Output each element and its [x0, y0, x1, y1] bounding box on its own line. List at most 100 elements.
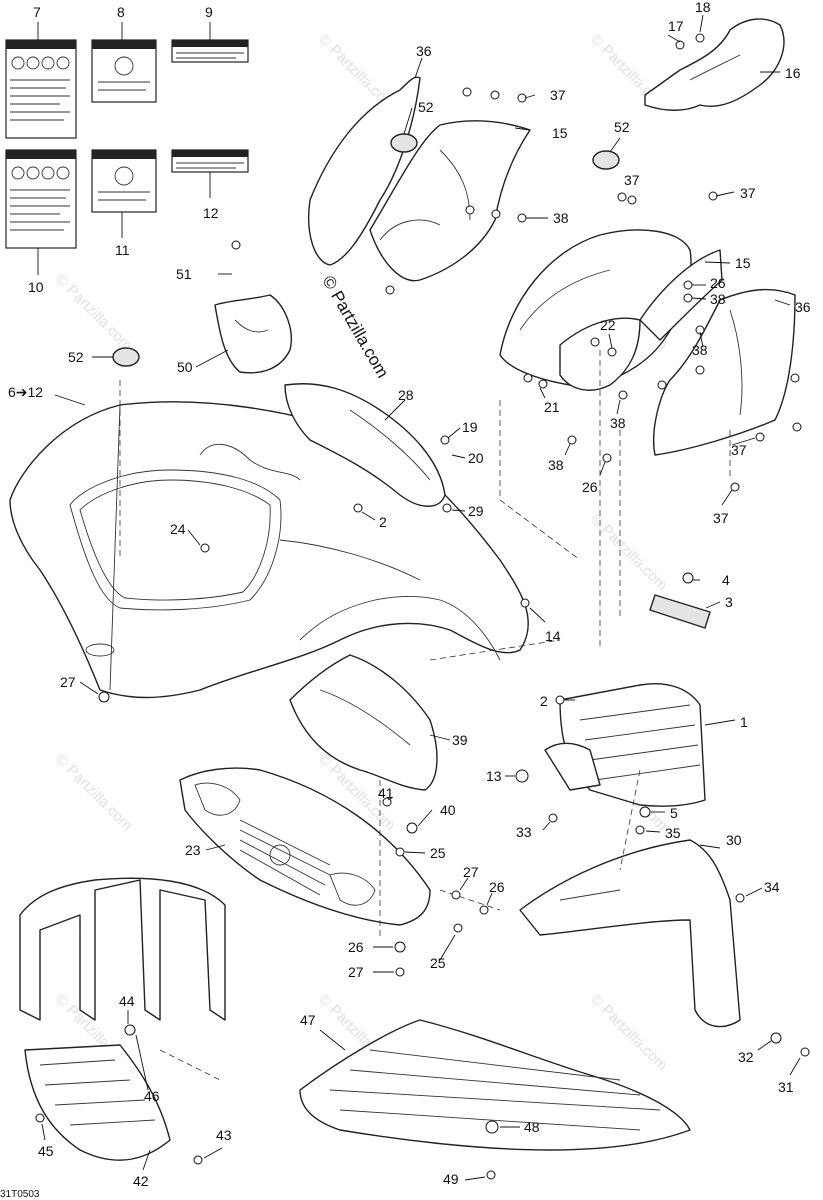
front-bumper-guard [19, 877, 226, 1021]
screw [682, 572, 694, 584]
callout: 34 [764, 879, 780, 895]
screw [353, 503, 363, 513]
callout: 51 [176, 266, 192, 282]
nut [618, 390, 628, 400]
deflector-39 [289, 654, 438, 791]
callout: 7 [33, 4, 41, 20]
screw [708, 191, 718, 201]
callout: 28 [398, 387, 414, 403]
callout: 6➔12 [8, 384, 43, 400]
callout: 38 [548, 457, 564, 473]
screw [523, 373, 533, 383]
screw [735, 893, 745, 903]
callout: 25 [430, 955, 446, 971]
nut [517, 213, 527, 223]
callout: 27 [60, 674, 76, 690]
screw [755, 432, 765, 442]
callout: 20 [468, 450, 484, 466]
drawing-code: 31T0503 [0, 1189, 40, 1200]
callout: 42 [133, 1173, 149, 1189]
nut [683, 293, 693, 303]
screw [730, 482, 740, 492]
callout: 44 [119, 993, 135, 1009]
washer [639, 806, 651, 818]
callout: 3 [725, 594, 733, 610]
callout: 12 [203, 205, 219, 221]
callout: 17 [668, 18, 684, 34]
callout: 22 [600, 317, 616, 333]
screw [627, 195, 637, 205]
callout: 47 [300, 1012, 316, 1028]
callout: 38 [710, 291, 726, 307]
nut [395, 967, 405, 977]
warning-decal-10 [5, 149, 77, 249]
splash-panel-28 [284, 383, 446, 507]
washer [479, 905, 489, 915]
callout: 32 [738, 1049, 754, 1065]
washer [683, 280, 693, 290]
callout: 37 [740, 185, 756, 201]
screw [800, 1047, 810, 1057]
washer [695, 33, 705, 43]
callout: 52 [418, 99, 434, 115]
callout: 26 [582, 479, 598, 495]
fender-flare-30 [519, 839, 741, 1028]
callout: 13 [486, 768, 502, 784]
callout: 26 [348, 939, 364, 955]
screw [200, 543, 210, 553]
nut [491, 209, 501, 219]
screw [517, 93, 527, 103]
nut [695, 365, 705, 375]
skid-plate-47 [299, 1019, 691, 1151]
brand-text: © Partzilla.com [319, 273, 393, 382]
nut [567, 435, 577, 445]
screw [453, 923, 463, 933]
bracket-50 [214, 294, 292, 374]
screw [675, 40, 685, 50]
callout: 35 [665, 825, 681, 841]
leader-lines [37, 14, 801, 1181]
washer [548, 813, 558, 823]
callout: 52 [614, 119, 630, 135]
callout: 4 [722, 572, 730, 588]
watermark: © Partzilla.com [52, 751, 135, 834]
callout: 37 [731, 442, 747, 458]
callout: 45 [38, 1143, 54, 1159]
callout: 19 [462, 419, 478, 435]
callout: 48 [524, 1119, 540, 1135]
callout: 36 [795, 299, 811, 315]
screw [462, 87, 472, 97]
nut [590, 337, 600, 347]
screw [385, 285, 395, 295]
screw [555, 695, 565, 705]
callout: 30 [726, 832, 742, 848]
footrest-tray-1 [544, 683, 706, 807]
screw [406, 822, 418, 834]
watermark: © Partzilla.com [587, 991, 670, 1074]
washer [394, 941, 406, 953]
callout: 27 [463, 864, 479, 880]
callout: 26 [489, 879, 505, 895]
front-body-fender [9, 401, 529, 699]
callout: 38 [692, 342, 708, 358]
screw [440, 435, 450, 445]
nut [657, 380, 667, 390]
screw [490, 90, 500, 100]
screw [486, 1170, 496, 1180]
side-panel-right [653, 288, 796, 456]
callout: 40 [440, 802, 456, 818]
callout: 37 [624, 172, 640, 188]
callout: 41 [378, 785, 394, 801]
callout: 11 [115, 242, 130, 258]
callout: 25 [430, 845, 446, 861]
callout: 1 [740, 714, 748, 730]
rubber-pad-3 [649, 594, 711, 629]
callout: 16 [785, 65, 801, 81]
screw [790, 373, 800, 383]
washer [770, 1032, 782, 1044]
warning-decal-11 [91, 149, 157, 213]
mud-flap-16 [644, 18, 785, 111]
screw [617, 192, 627, 202]
skid-plate-42 [24, 1044, 171, 1161]
